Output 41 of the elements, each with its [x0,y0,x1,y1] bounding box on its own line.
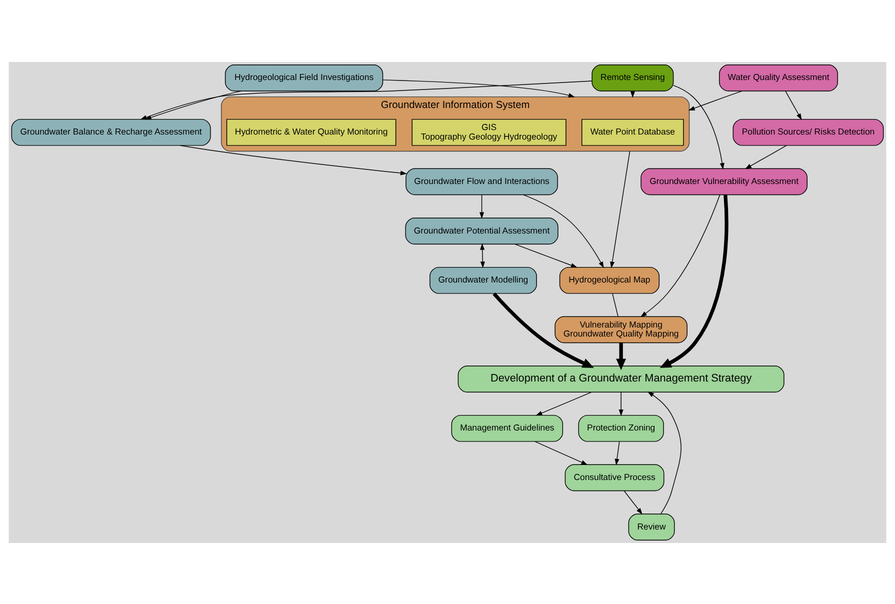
node-box: Groundwater Vulnerability Assessment [640,168,808,195]
node-box: Hydrometric & Water Quality Monitoring [226,118,396,146]
node-box: Water Quality Assessment [719,64,838,91]
arrow [382,79,575,98]
arrow [534,440,588,465]
arrow [616,342,626,370]
arrow [630,90,635,98]
node-box: Hydrogeological Map [559,266,660,294]
node-box: GIS Topography Geology Hydrogeology [412,118,566,146]
node-box: Groundwater Balance & Recharge Assessment [11,118,211,146]
arrow [614,440,620,465]
arrow [618,391,624,416]
arrow [640,194,720,317]
arrow [744,144,787,169]
node-box: Review [628,513,675,540]
connector [612,292,618,316]
node-box: Water Point Database [582,118,684,146]
arrow [523,194,604,268]
arrow [624,490,642,514]
arrow [660,194,728,368]
arrow [672,84,724,170]
arrow [479,194,484,218]
arrow [492,292,594,368]
node-box: Consultative Process [564,464,664,491]
node-box: Pollution Sources/ Risks Detection [732,118,884,146]
node-box: Groundwater Potential Assessment [405,217,558,244]
arrow [688,90,742,110]
node-box: Hydrogeological Field Investigations [224,64,384,91]
node-box: Groundwater Flow and Interactions [406,168,558,195]
arrow [610,150,630,268]
arrow [785,90,802,120]
node-box: Management Guidelines [451,414,564,442]
node-box: Vulnerability Mapping Groundwater Quality Mapping [554,316,688,343]
arrow [480,242,485,268]
arrow [536,391,592,416]
node-box: Protection Zoning [578,414,664,442]
node-box: Development of a Groundwater Management Strategy [458,365,784,392]
arrow [647,391,682,514]
node-box: Groundwater Modelling [430,266,537,294]
arrow [514,243,578,268]
arrow [180,144,408,175]
